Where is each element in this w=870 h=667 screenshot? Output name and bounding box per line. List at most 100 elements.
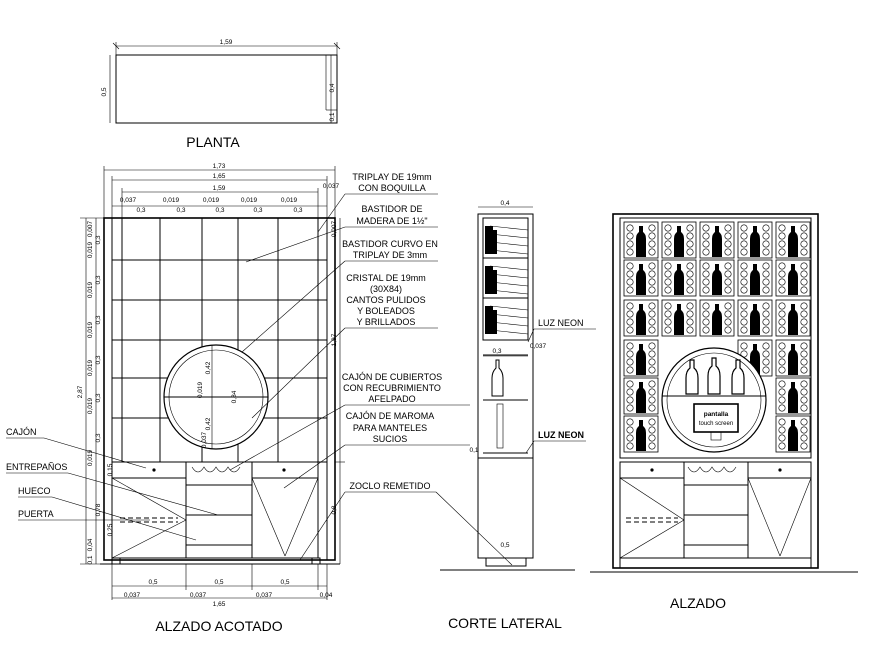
bottle-end — [740, 302, 748, 310]
bottle — [636, 304, 646, 335]
dim-v-03-e: 0,3 — [95, 393, 102, 402]
bottle-end — [724, 262, 732, 270]
bottle-end — [648, 350, 656, 358]
bottle-end — [648, 442, 656, 450]
title-corte-lateral: CORTE LATERAL — [448, 615, 562, 631]
bottle-end — [762, 286, 770, 294]
bottle-end — [648, 358, 656, 366]
bottle-end — [724, 270, 732, 278]
bottle-end — [686, 278, 694, 286]
bottle-end — [686, 232, 694, 240]
bottle-end — [800, 380, 808, 388]
dim-v-0007: 0,007 — [87, 220, 94, 237]
bottle-end — [648, 418, 656, 426]
note-bastidor-2: MADERA DE 1½" — [356, 216, 427, 226]
note-cajon-mar-1: CAJÓN DE MAROMA — [346, 411, 435, 421]
bottle-end — [762, 270, 770, 278]
bottle-end — [724, 240, 732, 248]
callout-notes: TRIPLAY DE 19mm CON BOQUILLA BASTIDOR DE… — [229, 172, 513, 566]
bottle-end — [648, 318, 656, 326]
bottle-end — [626, 442, 634, 450]
note-curvo-1: BASTIDOR CURVO EN — [342, 239, 438, 249]
bottle-end — [778, 224, 786, 232]
bottle-end — [800, 270, 808, 278]
label-hueco: HUECO — [18, 486, 51, 496]
bottle-end — [800, 278, 808, 286]
bottle-end — [626, 302, 634, 310]
bottle-end — [800, 302, 808, 310]
bottle-end — [778, 278, 786, 286]
bottle-end — [740, 318, 748, 326]
bottle-end — [800, 388, 808, 396]
bottle-end — [626, 418, 634, 426]
bottle-end — [724, 310, 732, 318]
bottle-end — [800, 418, 808, 426]
rack-cell — [775, 415, 811, 453]
bottle-end — [800, 434, 808, 442]
bottle-end — [648, 404, 656, 412]
rack-cell — [661, 299, 697, 337]
dim-top-0019-c: 0,019 — [241, 197, 258, 204]
bottle-end — [648, 262, 656, 270]
note-cajon-mar-2: PARA MANTELES — [353, 423, 427, 433]
bottle-end — [762, 310, 770, 318]
dim-circle-042-bottom: 0,42 — [205, 417, 212, 430]
bottle-end — [686, 240, 694, 248]
dim-right-007: 0,007 — [331, 220, 338, 237]
bottle-end — [778, 262, 786, 270]
note-triplay-2: CON BOQUILLA — [358, 183, 426, 193]
bottle-end — [762, 240, 770, 248]
bottle-end — [724, 248, 732, 256]
bottle-end — [626, 388, 634, 396]
dim-height-197: 1,97 — [331, 333, 338, 346]
note-cristal-1: CRISTAL DE 19mm — [346, 273, 426, 283]
dim-v-015: 0,15 — [107, 463, 114, 476]
title-planta: PLANTA — [186, 134, 240, 150]
dim-bottom-0037-a: 0,037 — [124, 592, 141, 599]
bottle-end — [778, 426, 786, 434]
bottle — [788, 344, 798, 375]
note-cristal-4: Y BOLEADOS — [357, 306, 415, 316]
bottle-end — [648, 270, 656, 278]
plan-depth-right-label: 0,4 — [329, 83, 336, 92]
dim-v-0019-b: 0,019 — [87, 281, 94, 298]
bottle-end — [664, 318, 672, 326]
bottle-end — [702, 302, 710, 310]
dim-bottom-0037-c: 0,037 — [256, 592, 273, 599]
bottle-end — [778, 286, 786, 294]
plan-view: 1,59 0,5 0,4 0,1 PLANTA — [101, 39, 341, 150]
note-luz-neon-1: LUZ NEON — [538, 318, 584, 328]
screen-label-2: touch screen — [699, 421, 733, 427]
bottle-end — [778, 418, 786, 426]
bottle-end — [740, 326, 748, 334]
bottle-end — [724, 286, 732, 294]
side-dim-01: 0,1 — [469, 447, 478, 454]
bottle — [788, 304, 798, 335]
bottle-end — [626, 396, 634, 404]
bottle-end — [778, 434, 786, 442]
bottle-end — [778, 442, 786, 450]
bottle-end — [664, 286, 672, 294]
bottle-end — [778, 404, 786, 412]
bottle-end — [686, 270, 694, 278]
bottle-end — [740, 240, 748, 248]
dim-right-08: 0,8 — [331, 505, 338, 514]
bottle-end — [702, 286, 710, 294]
dim-top-03-d: 0,3 — [253, 207, 262, 214]
bottle-end — [702, 318, 710, 326]
dim-v-004: 0,04 — [87, 538, 94, 551]
bottle-end — [778, 318, 786, 326]
touch-screen — [693, 403, 739, 433]
dim-v-0019-e: 0,019 — [87, 397, 94, 414]
bottle-end — [740, 232, 748, 240]
note-curvo-2: TRIPLAY DE 3mm — [353, 250, 427, 260]
bottle-end — [664, 224, 672, 232]
bottle-end — [778, 350, 786, 358]
bottle-end — [800, 310, 808, 318]
bottle-end — [762, 342, 770, 350]
bottle-end — [648, 434, 656, 442]
bottle-end — [648, 342, 656, 350]
bottle — [636, 344, 646, 375]
bottle-end — [626, 286, 634, 294]
bottle-end — [800, 286, 808, 294]
